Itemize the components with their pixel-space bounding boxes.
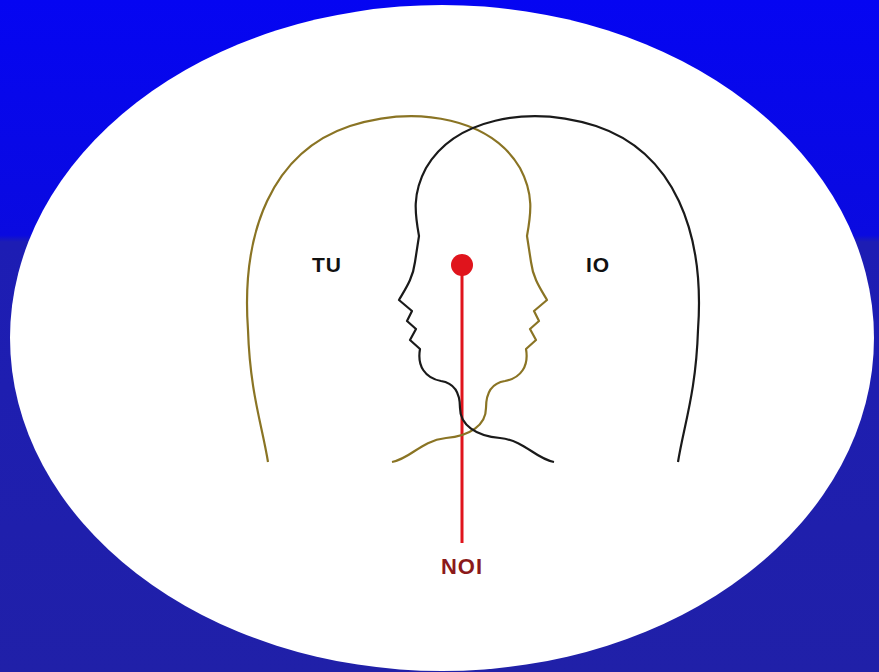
head-profile [399,116,699,462]
white-ellipse [10,5,874,671]
head-shape [386,100,706,475]
head-profile [247,116,547,462]
red-dot [451,254,473,276]
head-shape [240,100,560,475]
head-outline: TU [240,100,560,475]
head-label: TU [312,253,342,277]
head-outline: IO [386,100,706,475]
callout-label: NOI [441,554,483,580]
head-label: IO [586,253,610,277]
